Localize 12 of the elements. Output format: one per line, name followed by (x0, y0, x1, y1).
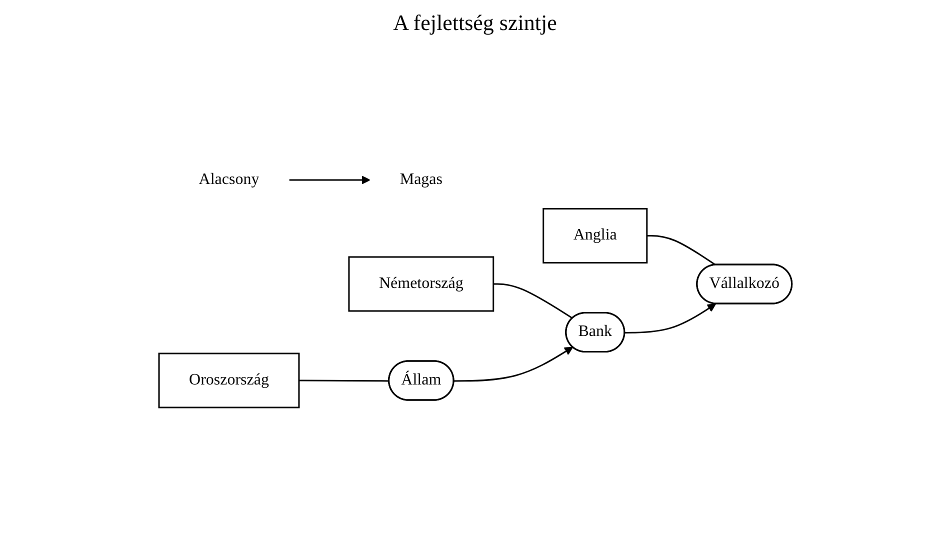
connector (492, 283, 573, 319)
arrow (288, 175, 370, 184)
connector (646, 234, 716, 266)
node-box: Oroszország (158, 352, 300, 408)
node-box: Németország (348, 256, 494, 312)
diagram-title: A fejlettség szintje (392, 10, 558, 36)
connector (298, 379, 389, 382)
arrow (454, 346, 573, 382)
node-text: Alacsony (198, 170, 259, 188)
node-text: Magas (399, 170, 442, 188)
arrow (624, 303, 716, 334)
node-box: Anglia (542, 208, 648, 264)
